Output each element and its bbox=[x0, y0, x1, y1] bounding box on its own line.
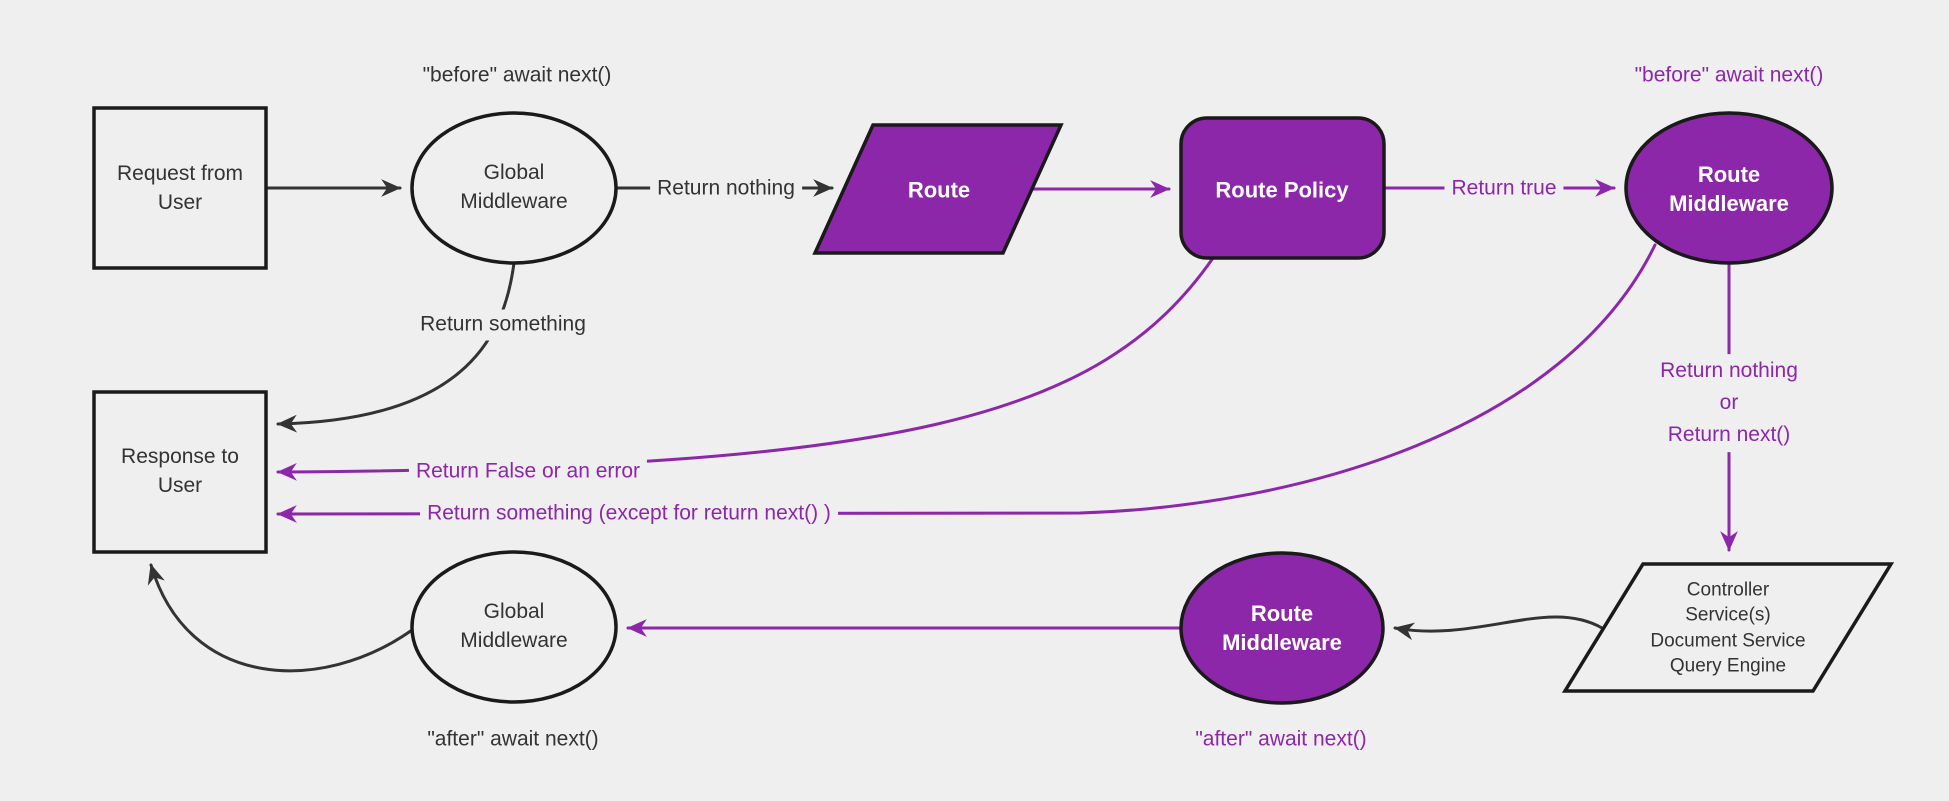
node-request-from-user bbox=[92, 106, 268, 270]
node-route-policy bbox=[1179, 116, 1386, 260]
edge-route-middleware-return-something-to-response bbox=[276, 243, 1657, 523]
return-something-label: Return something bbox=[413, 309, 593, 341]
return-something-except-label: Return something (except for return next… bbox=[420, 498, 838, 530]
controller-services-label: Controller Service(s) Document Service Q… bbox=[1650, 579, 1806, 677]
edge-controller-to-route-middleware-bottom bbox=[1393, 615, 1604, 641]
request-from-user-label: Request from User bbox=[116, 162, 244, 214]
node-response-to-user bbox=[92, 390, 268, 554]
return-false-or-error-label: Return False or an error bbox=[408, 456, 648, 488]
before-await-next-top-right-label: "before" await next() bbox=[1634, 63, 1824, 87]
return-true-label: Return true bbox=[1444, 173, 1564, 205]
return-nothing-or-next-label: Return nothing or Return next() bbox=[1653, 354, 1805, 452]
after-await-next-bottom-left-label: "after" await next() bbox=[427, 727, 599, 751]
edge-global-middleware-return-something-to-response bbox=[276, 261, 516, 433]
node-global-middleware-top bbox=[410, 111, 618, 265]
node-route-middleware-top bbox=[1624, 111, 1834, 265]
global-middleware-top-label: Global Middleware bbox=[460, 161, 568, 213]
node-controller-services bbox=[1561, 562, 1895, 693]
node-route bbox=[812, 123, 1064, 255]
route-label: Route bbox=[907, 177, 971, 203]
route-policy-label: Route Policy bbox=[1215, 177, 1349, 203]
route-middleware-bottom-label: Route Middleware bbox=[1222, 600, 1342, 655]
node-route-middleware-bottom bbox=[1179, 551, 1385, 705]
edge-route-policy-return-false-to-response bbox=[276, 256, 1215, 481]
node-global-middleware-bottom bbox=[410, 550, 618, 704]
edge-global-middleware-bottom-to-response bbox=[147, 563, 414, 673]
before-await-next-top-left-label: "before" await next() bbox=[422, 63, 612, 87]
route-middleware-top-label: Route Middleware bbox=[1669, 161, 1789, 216]
global-middleware-bottom-label: Global Middleware bbox=[460, 600, 568, 652]
return-nothing-label: Return nothing bbox=[650, 173, 802, 205]
response-to-user-label: Response to User bbox=[121, 445, 239, 497]
after-await-next-bottom-right-label: "after" await next() bbox=[1195, 727, 1367, 751]
